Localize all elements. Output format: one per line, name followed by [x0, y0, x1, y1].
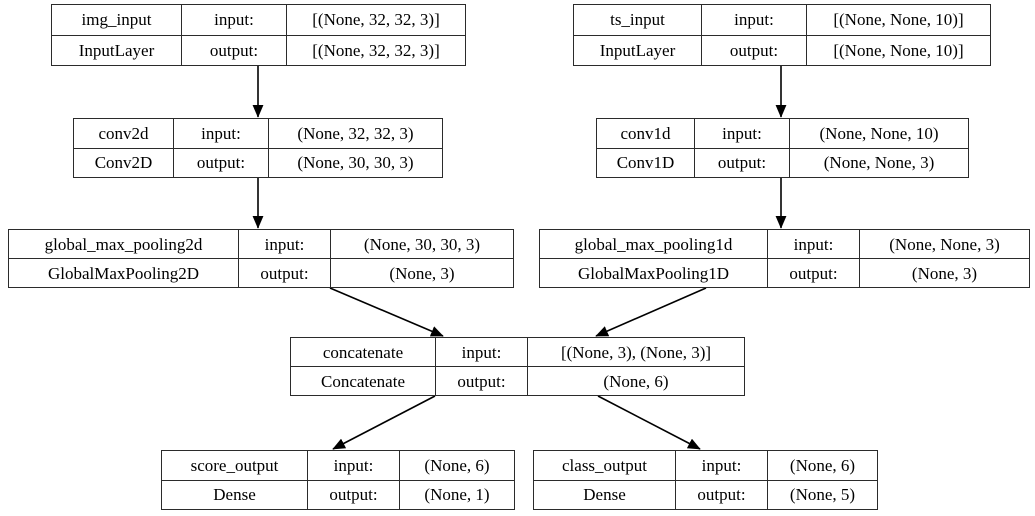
- node-conv2d[interactable]: conv2d input: (None, 32, 32, 3) Conv2D o…: [73, 118, 443, 178]
- edge-global_max_pooling1d-to-concatenate: [595, 287, 707, 337]
- layer-name: conv1d: [597, 119, 695, 148]
- input-label: input:: [174, 119, 269, 148]
- layer-class: GlobalMaxPooling1D: [540, 259, 768, 287]
- node-row-output: GlobalMaxPooling1D output: (None, 3): [540, 259, 1029, 287]
- node-row-output: Conv2D output: (None, 30, 30, 3): [74, 148, 442, 177]
- node-score-output[interactable]: score_output input: (None, 6) Dense outp…: [161, 450, 515, 510]
- layer-name: score_output: [162, 451, 308, 480]
- input-shape: (None, 6): [789, 455, 856, 475]
- input-label: input:: [702, 5, 807, 35]
- input-shape: [(None, 3), (None, 3)]: [560, 342, 712, 362]
- input-shape: (None, None, 10): [819, 123, 939, 143]
- layer-name: global_max_pooling2d: [9, 230, 239, 258]
- input-label: input:: [695, 119, 790, 148]
- input-shape: (None, 6): [424, 455, 490, 475]
- edge-concatenate-to-class_output: [597, 395, 701, 450]
- node-global-max-pooling2d[interactable]: global_max_pooling2d input: (None, 30, 3…: [8, 229, 514, 288]
- input-label: input:: [768, 230, 860, 258]
- layer-class: Concatenate: [291, 367, 436, 395]
- output-shape: (None, None, 3): [823, 153, 935, 173]
- node-row-input: global_max_pooling2d input: (None, 30, 3…: [9, 230, 513, 259]
- node-row-output: InputLayer output: [(None, None, 10)]: [574, 35, 990, 65]
- output-shape: (None, 30, 30, 3): [297, 153, 414, 173]
- input-label: input:: [182, 5, 287, 35]
- layer-name: concatenate: [291, 338, 436, 366]
- node-row-input: img_input input: [(None, 32, 32, 3)]: [52, 5, 465, 36]
- layer-name: img_input: [52, 5, 182, 35]
- output-label: output:: [702, 35, 807, 65]
- layer-class: InputLayer: [574, 35, 702, 65]
- layer-name: ts_input: [574, 5, 702, 35]
- input-shape: (None, 30, 30, 3): [363, 234, 481, 254]
- input-label: input:: [676, 451, 768, 480]
- input-label: input:: [436, 338, 528, 366]
- layer-class: Conv1D: [597, 148, 695, 177]
- output-shape: (None, 3): [389, 263, 455, 283]
- node-row-input: score_output input: (None, 6): [162, 451, 514, 481]
- input-shape: (None, 32, 32, 3): [297, 123, 414, 143]
- output-shape: (None, 1): [424, 485, 490, 505]
- output-label: output:: [239, 259, 331, 287]
- output-shape: [(None, 32, 32, 3)]: [312, 40, 440, 60]
- node-row-input: conv1d input: (None, None, 10): [597, 119, 968, 149]
- output-label: output:: [308, 480, 400, 509]
- layer-class: InputLayer: [52, 35, 182, 65]
- layer-class: Conv2D: [74, 148, 174, 177]
- node-row-input: class_output input: (None, 6): [534, 451, 877, 481]
- node-ts-input[interactable]: ts_input input: [(None, None, 10)] Input…: [573, 4, 991, 66]
- node-global-max-pooling1d[interactable]: global_max_pooling1d input: (None, None,…: [539, 229, 1030, 288]
- input-shape: (None, None, 3): [889, 234, 1000, 254]
- output-label: output:: [174, 148, 269, 177]
- node-row-output: Dense output: (None, 1): [162, 480, 514, 509]
- output-shape: (None, 6): [603, 371, 669, 391]
- layer-class: Dense: [162, 480, 308, 509]
- node-concatenate[interactable]: concatenate input: [(None, 3), (None, 3)…: [290, 337, 745, 396]
- output-shape: (None, 5): [789, 485, 856, 505]
- input-label: input:: [308, 451, 400, 480]
- node-row-output: Conv1D output: (None, None, 3): [597, 148, 968, 177]
- node-row-input: conv2d input: (None, 32, 32, 3): [74, 119, 442, 149]
- node-conv1d[interactable]: conv1d input: (None, None, 10) Conv1D ou…: [596, 118, 969, 178]
- output-shape: (None, 3): [911, 263, 978, 283]
- node-row-output: GlobalMaxPooling2D output: (None, 3): [9, 259, 513, 287]
- layer-name: global_max_pooling1d: [540, 230, 768, 258]
- node-img-input[interactable]: img_input input: [(None, 32, 32, 3)] Inp…: [51, 4, 466, 66]
- node-row-input: concatenate input: [(None, 3), (None, 3)…: [291, 338, 744, 367]
- layer-class: Dense: [534, 480, 676, 509]
- node-row-input: global_max_pooling1d input: (None, None,…: [540, 230, 1029, 259]
- output-label: output:: [182, 35, 287, 65]
- input-label: input:: [239, 230, 331, 258]
- node-class-output[interactable]: class_output input: (None, 6) Dense outp…: [533, 450, 878, 510]
- node-row-input: ts_input input: [(None, None, 10)]: [574, 5, 990, 36]
- output-shape: [(None, None, 10)]: [833, 40, 964, 60]
- node-row-output: InputLayer output: [(None, 32, 32, 3)]: [52, 35, 465, 65]
- output-label: output:: [695, 148, 790, 177]
- layer-name: class_output: [534, 451, 676, 480]
- node-row-output: Dense output: (None, 5): [534, 480, 877, 509]
- output-label: output:: [436, 367, 528, 395]
- edge-concatenate-to-score_output: [332, 395, 436, 450]
- output-label: output:: [768, 259, 860, 287]
- output-label: output:: [676, 480, 768, 509]
- edge-global_max_pooling2d-to-concatenate: [329, 287, 444, 337]
- node-row-output: Concatenate output: (None, 6): [291, 367, 744, 395]
- layer-class: GlobalMaxPooling2D: [9, 259, 239, 287]
- layer-name: conv2d: [74, 119, 174, 148]
- input-shape: [(None, None, 10)]: [833, 10, 964, 30]
- input-shape: [(None, 32, 32, 3)]: [312, 10, 440, 30]
